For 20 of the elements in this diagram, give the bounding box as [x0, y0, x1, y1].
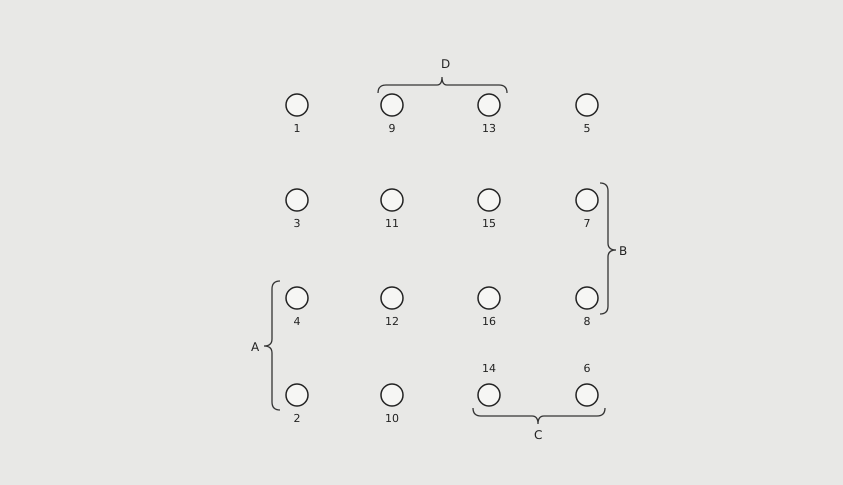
- number-label: 11: [384, 217, 400, 231]
- number-label: 3: [292, 217, 302, 231]
- number-label: 7: [582, 217, 592, 231]
- number-label: 5: [582, 122, 592, 136]
- number-label: 6: [582, 362, 592, 376]
- number-label: 13: [481, 122, 497, 136]
- number-label: 14: [481, 362, 497, 376]
- number-label: 10: [384, 412, 400, 426]
- number-label: 16: [481, 315, 497, 329]
- letter-label: A: [251, 340, 260, 354]
- letter-label: C: [534, 428, 542, 442]
- number-label: 8: [582, 315, 592, 329]
- letter-label: B: [619, 244, 628, 258]
- number-label: 1: [292, 122, 302, 136]
- number-label: 4: [292, 315, 302, 329]
- number-label: 9: [388, 122, 396, 136]
- number-label: 2: [292, 412, 302, 426]
- number-label: 12: [384, 315, 400, 329]
- number-label: 15: [481, 217, 497, 231]
- letter-label: D: [441, 57, 450, 71]
